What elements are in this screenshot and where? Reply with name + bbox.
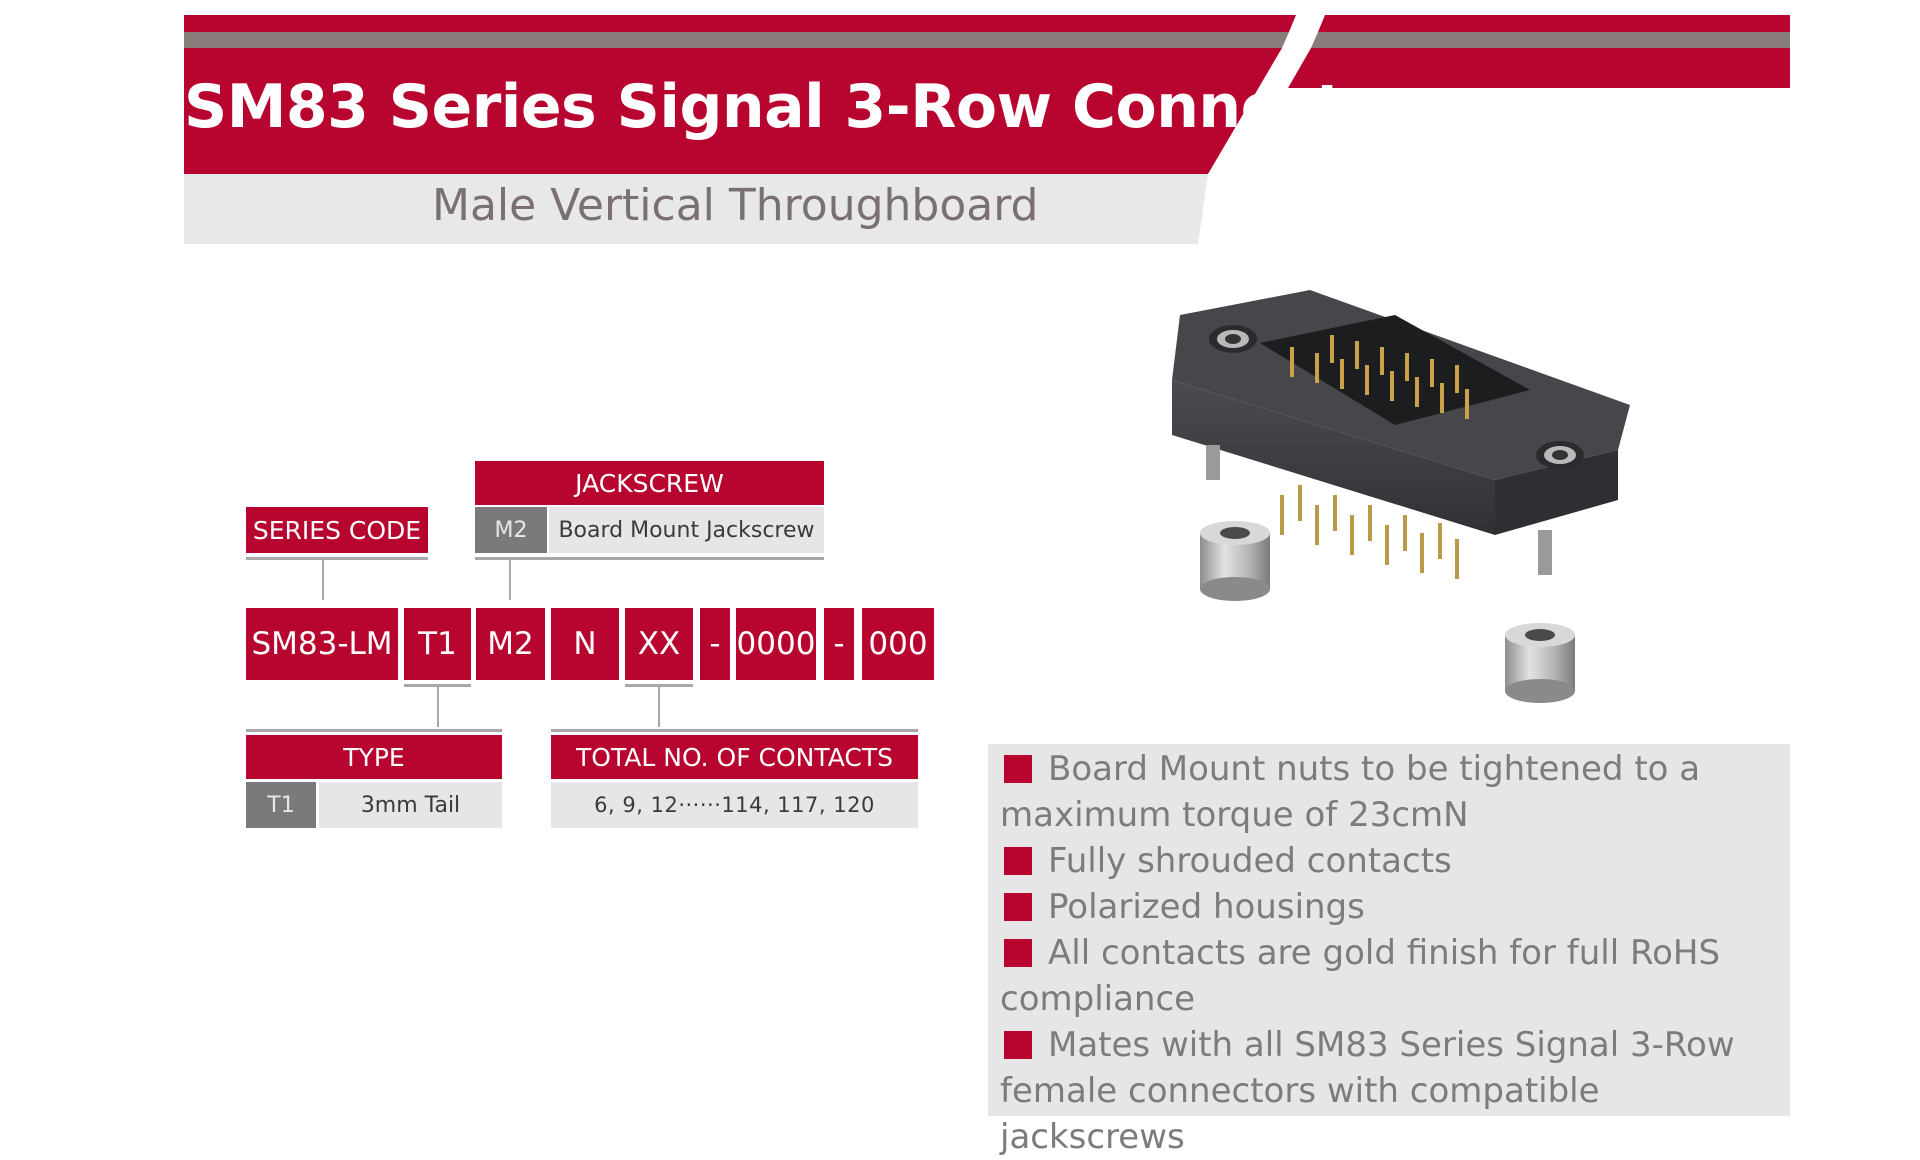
type-code: T1: [246, 782, 316, 828]
contacts-overline: [551, 729, 918, 732]
bullet-square-icon: [1004, 893, 1032, 921]
bullet-square-icon: [1004, 755, 1032, 783]
segment-dash-2: -: [824, 608, 854, 680]
jackscrew-description: Board Mount Jackscrew: [549, 507, 824, 553]
type-description: 3mm Tail: [319, 782, 502, 828]
jackscrew-underline: [475, 557, 824, 560]
features-panel: Board Mount nuts to be tightened to a ma…: [988, 744, 1790, 1157]
type-segment-underline: [404, 684, 471, 687]
page-title: SM83 Series Signal 3-Row Connectors: [184, 72, 1450, 142]
jackscrew-connector: [509, 560, 511, 600]
series-code-connector: [322, 560, 324, 600]
feature-item: Mates with all SM83 Series Signal 3-Row …: [1000, 1025, 1735, 1157]
segment-n: N: [551, 608, 619, 680]
contacts-connector: [658, 687, 660, 727]
feature-item: All contacts are gold finish for full Ro…: [1000, 933, 1721, 1019]
header-banner: [184, 15, 1790, 244]
feature-item: Polarized housings: [1000, 884, 1780, 930]
jackscrew-header: JACKSCREW: [475, 461, 824, 505]
series-code-underline: [246, 557, 428, 560]
type-overline: [246, 729, 502, 732]
bullet-square-icon: [1004, 1031, 1032, 1059]
series-code-header: SERIES CODE: [246, 507, 428, 553]
feature-item: Board Mount nuts to be tightened to a ma…: [1000, 749, 1701, 835]
feature-item: Fully shrouded contacts: [1000, 838, 1780, 884]
segment-code-000: 000: [862, 608, 934, 680]
segment-type: T1: [404, 608, 471, 680]
segment-contacts: XX: [625, 608, 693, 680]
segment-code-0000: 0000: [736, 608, 816, 680]
bullet-square-icon: [1004, 847, 1032, 875]
bullet-square-icon: [1004, 939, 1032, 967]
jackscrew-code: M2: [475, 507, 547, 553]
page-subtitle: Male Vertical Throughboard: [432, 180, 1039, 231]
segment-jackscrew: M2: [476, 608, 545, 680]
type-connector: [437, 687, 439, 727]
contacts-segment-underline: [625, 684, 693, 687]
segment-series: SM83-LM: [246, 608, 398, 680]
contacts-header: TOTAL NO. OF CONTACTS: [551, 735, 918, 779]
segment-dash-1: -: [700, 608, 730, 680]
type-header: TYPE: [246, 735, 502, 779]
connector-product-image: [1172, 290, 1630, 703]
contacts-values: 6, 9, 12······114, 117, 120: [551, 782, 918, 828]
